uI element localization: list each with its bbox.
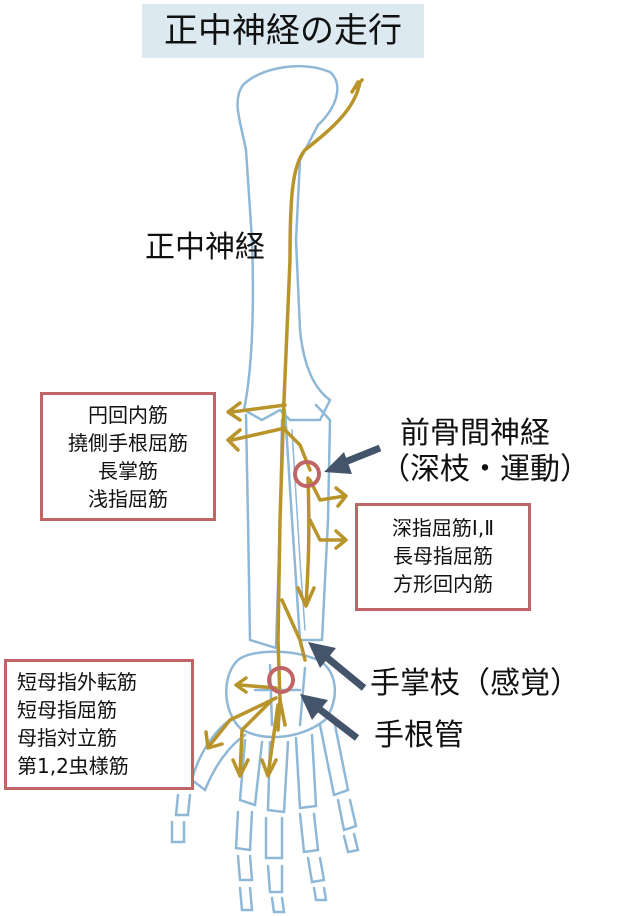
radius (244, 413, 284, 650)
deep-muscles-box: 深指屈筋Ⅰ,Ⅱ 長母指屈筋 方形回内筋 (355, 503, 531, 611)
median-nerve (204, 78, 364, 778)
humerus (236, 65, 339, 422)
muscle-item: 長掌筋 (98, 459, 158, 483)
markers (267, 460, 321, 694)
carpal-tunnel-label: 手根管 (374, 718, 464, 753)
forearm-muscles-box: 円回内筋 撓側手根屈筋 長掌筋 浅指屈筋 (40, 392, 216, 521)
muscle-item: 第1,2虫様筋 (17, 754, 129, 778)
palmar-branch-label: 手掌枝（感覚） (370, 666, 580, 701)
thumb-metacarpal (190, 718, 247, 792)
anterior-interosseous-marker (293, 460, 321, 488)
anterior-interosseous-note: （深枝・運動） (380, 452, 590, 487)
anterior-interosseous-label: 前骨間神経 (400, 416, 550, 451)
pointer-arrows (300, 444, 382, 741)
page-title: 正中神経の走行 (142, 4, 424, 58)
muscle-item: 浅指屈筋 (88, 487, 168, 511)
phalanges (170, 793, 360, 914)
median-nerve-label: 正中神経 (145, 230, 265, 265)
muscle-item: 円回内筋 (88, 403, 168, 427)
muscle-item: 長母指屈筋 (393, 544, 493, 568)
muscle-item: 母指対立筋 (17, 726, 117, 750)
muscle-item: 短母指外転筋 (17, 670, 137, 694)
muscle-item: 深指屈筋Ⅰ,Ⅱ (391, 516, 495, 540)
muscle-item: 撓側手根屈筋 (68, 431, 188, 455)
muscle-item: 方形回内筋 (393, 572, 493, 596)
muscle-item: 短母指屈筋 (17, 698, 117, 722)
carpal-tunnel-marker (267, 666, 295, 694)
ulna (283, 403, 332, 642)
hand-muscles-box: 短母指外転筋 短母指屈筋 母指対立筋 第1,2虫様筋 (4, 659, 194, 790)
metacarpals (238, 718, 350, 814)
